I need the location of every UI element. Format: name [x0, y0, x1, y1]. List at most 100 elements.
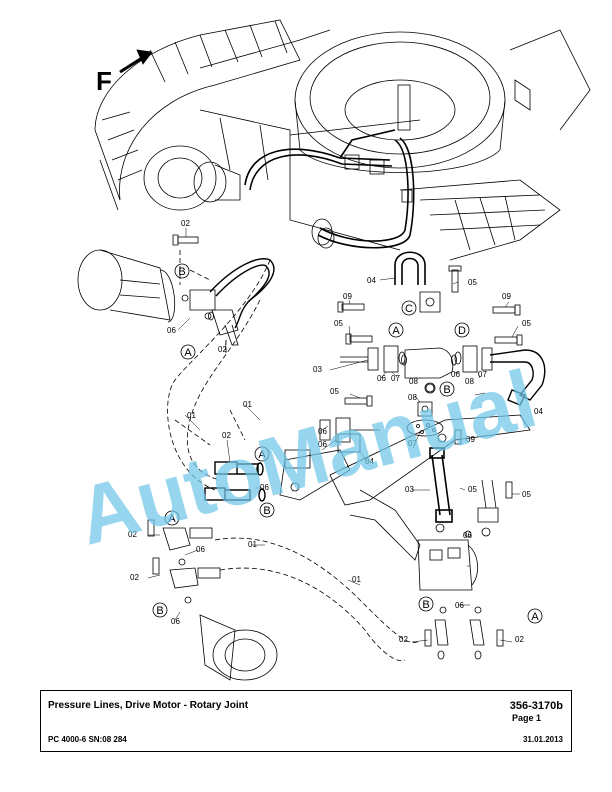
- part-label-01-a: 01: [187, 411, 196, 420]
- part-label-02-a: 02: [181, 219, 190, 228]
- document-number: 356-3170b: [509, 700, 563, 712]
- flange-stack-lower: [319, 417, 380, 453]
- part-label-08-a: 08: [409, 377, 418, 386]
- part-label-06-i: 06: [171, 617, 180, 626]
- part-label-06-j: 06: [455, 601, 464, 610]
- part-label-07-b: 07: [478, 370, 487, 379]
- part-label-09-c: 09: [466, 435, 475, 444]
- block-bottom-right: [417, 539, 478, 591]
- hose-04-right: [489, 349, 546, 406]
- part-label-02-g: 02: [515, 635, 524, 644]
- part-label-06-f: 06: [260, 483, 269, 492]
- circle-label-b-2: B: [443, 384, 450, 396]
- rotary-joint-body: [279, 414, 531, 561]
- rotary-joint-upper: [344, 154, 413, 203]
- part-label-06-g: 06: [196, 545, 205, 554]
- part-label-06-h: 06: [463, 531, 472, 540]
- circle-label-d-1: D: [458, 325, 466, 337]
- circle-label-a-5: A: [531, 611, 539, 623]
- elbow-fitting-a-left: [204, 309, 239, 346]
- crawler-track: [94, 19, 331, 211]
- flange-stack-left: [340, 345, 406, 373]
- lower-left-fittings: [147, 519, 221, 589]
- part-label-02-c: 02: [222, 431, 231, 440]
- pressure-line-03: [429, 447, 453, 523]
- circle-label-b-4: B: [156, 605, 163, 617]
- part-label-05-e: 05: [468, 485, 477, 494]
- bolts-09-05-left: [337, 301, 373, 345]
- part-label-05-c: 05: [522, 319, 531, 328]
- part-label-05-f: 05: [522, 490, 531, 499]
- part-label-06-d: 06: [318, 427, 327, 436]
- swivel-fitting-upper: [311, 218, 335, 249]
- fitting-02-top: [172, 234, 199, 246]
- page-number: Page 1: [511, 713, 541, 723]
- part-label-08-b: 08: [465, 377, 474, 386]
- flange-block-c: [419, 291, 441, 313]
- circle-label-b-1: B: [178, 266, 185, 278]
- part-label-06-b: 06: [377, 374, 386, 383]
- part-label-05-b: 05: [334, 319, 343, 328]
- part-label-01-c: 01: [248, 540, 257, 549]
- hoses-upper: [244, 129, 415, 249]
- part-label-03-b: 03: [405, 485, 414, 494]
- part-label-02-f: 02: [399, 635, 408, 644]
- o-rings: [178, 311, 491, 614]
- circle-label-a-1: A: [184, 347, 192, 359]
- part-label-05-d: 05: [330, 387, 339, 396]
- flange-08-center: [417, 401, 433, 417]
- car-body-frame: [199, 109, 561, 261]
- part-label-09-b: 09: [502, 292, 511, 301]
- part-label-06-e: 06: [318, 440, 327, 449]
- document-date: 31.01.2013: [522, 735, 563, 744]
- part-label-04-c: 04: [365, 457, 374, 466]
- part-label-03-a: 03: [313, 365, 322, 374]
- hoses-center-left: [204, 461, 266, 502]
- part-label-06-a: 06: [167, 326, 176, 335]
- circle-label-b-3: B: [263, 505, 270, 517]
- drive-motor-left-detail: [77, 249, 175, 323]
- title-block: Pressure Lines, Drive Motor - Rotary Joi…: [40, 690, 572, 752]
- part-label-04-a: 04: [367, 276, 376, 285]
- flange-right-05: [477, 479, 513, 523]
- part-label-09-a: 09: [343, 292, 352, 301]
- drive-motor-lower: [199, 614, 278, 681]
- bolt-05-top: [448, 265, 462, 293]
- lower-right-fittings: [424, 619, 504, 660]
- document-title: Pressure Lines, Drive Motor - Rotary Joi…: [48, 700, 249, 711]
- circle-label-a-3: A: [258, 449, 266, 461]
- part-label-04-b: 04: [534, 407, 543, 416]
- part-label-07-a: 07: [391, 374, 400, 383]
- direction-letter: F: [96, 66, 112, 96]
- reference-circles: [152, 263, 543, 624]
- part-label-06-c: 06: [451, 370, 460, 379]
- flange-stack-right: [454, 345, 493, 373]
- watermark: AutoManual: [69, 353, 546, 562]
- circle-label-a-2: A: [392, 325, 400, 337]
- parts-diagram: F 02 02 06 04 05 09 05 09 05 03 06 07 06…: [69, 19, 591, 681]
- circle-reference-labels: B A C A D B A B A B B A: [156, 266, 539, 623]
- part-label-01-b: 01: [243, 400, 252, 409]
- rotary-joint-center: [404, 347, 454, 394]
- part-number-labels: 02 02 06 04 05 09 05 09 05 03 06 07 06 0…: [128, 219, 543, 644]
- slewing-ring: [294, 29, 591, 173]
- bolts-09-05-right: [492, 304, 523, 346]
- hose-left-upper: [209, 258, 275, 329]
- circle-label-b-5: B: [422, 599, 429, 611]
- elbow-fitting-b-left: [181, 289, 216, 311]
- drive-motor-upper: [143, 145, 241, 211]
- part-label-02-e: 02: [130, 573, 139, 582]
- leader-lines: [147, 228, 520, 643]
- forward-direction-arrow: [119, 49, 153, 74]
- part-label-07-c: 07: [408, 439, 417, 448]
- part-label-08-c: 08: [408, 393, 417, 402]
- u-tube-04: [394, 251, 426, 285]
- circle-label-c-1: C: [405, 303, 413, 315]
- part-label-02-b: 02: [218, 345, 227, 354]
- bolt-05-mid: [344, 395, 373, 407]
- part-label-01-d: 01: [352, 575, 361, 584]
- circle-label-a-4: A: [168, 513, 176, 525]
- machine-model: PC 4000-6 SN:08 284: [48, 735, 127, 744]
- part-label-02-d: 02: [128, 530, 137, 539]
- part-label-05-a: 05: [468, 278, 477, 287]
